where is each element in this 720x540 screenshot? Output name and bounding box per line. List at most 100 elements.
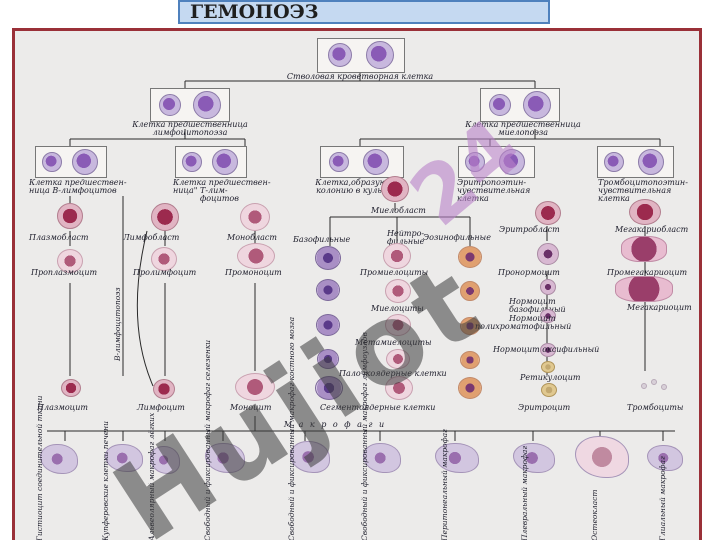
polychromatophilic-normocyte-cell <box>540 309 556 323</box>
label-epo-3: клетка <box>457 194 489 203</box>
label-myelo-progenitor-1: Клетка предшественница <box>465 120 581 129</box>
stem-cell-image <box>328 43 352 67</box>
label-neutrophilic-2: фильные <box>387 237 425 246</box>
reticulocyte-cell <box>541 361 555 373</box>
platelet-cell <box>641 383 647 389</box>
label-b-precursor-1: Клетка предшествен- <box>29 178 127 187</box>
label-t-precursor-2: ница" Т-лим- <box>173 186 228 195</box>
label-normocyte-basophilic-1: Нормоцит <box>509 297 556 306</box>
connector-lines <box>47 71 675 441</box>
label-erythroblast: Эритробласт <box>499 225 560 234</box>
label-promonocyte: Промоноцит <box>225 268 282 277</box>
label-band-cells: Палочкоядерные клетки <box>339 369 447 378</box>
t-precursor-image <box>212 149 238 175</box>
segmented-neutrophil-cell <box>385 376 413 400</box>
label-macrophage-10: Глиальный макрофаг <box>658 456 667 540</box>
label-myelocytes: Миелоциты <box>371 304 424 313</box>
erythrocyte-cell <box>541 383 557 397</box>
label-cfu-2: колонию в культуре <box>316 186 404 195</box>
stem-cell-image <box>366 41 394 69</box>
label-basophilic: Базофильные <box>293 235 351 244</box>
epo-box <box>458 146 535 178</box>
pronormocyte-cell <box>537 243 559 265</box>
proplasmocyte-cell <box>57 249 83 273</box>
cfu-box <box>320 146 404 178</box>
label-macrophage-9: Остеокласт <box>590 489 599 540</box>
label-plasmocyte: Плазмоцит <box>37 403 88 412</box>
basophilic-metamyelocyte-cell <box>316 314 340 336</box>
histiocyte-cell <box>40 444 78 474</box>
myeloblast-cell <box>381 176 409 202</box>
b-precursor-image <box>42 152 62 172</box>
label-normocyte-oxyphilic: Нормоцит оксифильный <box>493 345 600 354</box>
alveolar-macrophage-cell <box>150 446 180 474</box>
erythroblast-cell <box>535 201 561 225</box>
neutrophilic-band-cell <box>386 349 410 369</box>
lymph-progenitor-box <box>150 88 230 122</box>
epo-image <box>499 149 525 175</box>
bone-marrow-macrophage-cell <box>290 441 330 473</box>
tpo-box <box>597 146 674 178</box>
osteoclast-cell <box>575 436 629 478</box>
tpo-image <box>604 152 624 172</box>
label-tpo-3: клетка <box>598 194 630 203</box>
pleural-macrophage-cell <box>513 443 555 473</box>
t-precursor-image <box>182 152 202 172</box>
slide-title: ГЕМОПОЭЗ <box>178 0 550 24</box>
label-lymph-progenitor-1: Клетка предшественница <box>132 120 248 129</box>
plasmoblast-cell <box>57 203 83 229</box>
myelo-progenitor-image <box>489 94 511 116</box>
label-epo-1: Эритропоэтин- <box>457 178 527 187</box>
megakaryocyte-cell <box>615 276 673 302</box>
prolymphocyte-cell <box>151 247 177 271</box>
stem-cell-box <box>317 38 405 73</box>
monocyte-cell <box>235 373 275 401</box>
label-metamyelocytes: Метамиелоциты <box>355 338 432 347</box>
label-plasmoblast: Плазмобласт <box>29 233 89 242</box>
label-megakaryocyte: Мегакариоцит <box>627 303 692 312</box>
spleen-macrophage-cell <box>205 443 245 473</box>
peritoneal-macrophage-cell <box>435 443 479 473</box>
myelo-progenitor-image <box>523 91 551 119</box>
megakaryoblast-cell <box>629 199 661 225</box>
label-macrophage-4: Свободный и фиксированный макрофаг селез… <box>203 339 212 540</box>
lymph-node-macrophage-cell <box>363 443 401 473</box>
t-precursor-box <box>175 146 247 178</box>
b-precursor-image <box>72 149 98 175</box>
segmented-eosinophil-cell <box>458 377 482 399</box>
label-reticulocyte: Ретикулоцит <box>520 373 581 382</box>
b-precursor-box <box>35 146 107 178</box>
label-myelo-progenitor-2: миелопоэза <box>497 128 548 137</box>
basophilic-myelocyte-cell <box>316 279 340 301</box>
label-eosinophilic: Эозинофильные <box>423 233 491 242</box>
label-tpo-2: чувствительная <box>598 186 672 195</box>
label-proplasmocyte: Проплазмоцит <box>31 268 98 277</box>
segmented-basophil-cell <box>315 376 343 400</box>
oxyphilic-normocyte-cell <box>540 343 556 357</box>
label-lymphocyte: Лимфоцит <box>137 403 185 412</box>
platelet-cell <box>661 384 667 390</box>
label-normocyte-poly-1: Нормоцит <box>509 314 556 323</box>
glial-macrophage-cell <box>647 445 683 471</box>
label-tpo-1: Тромбоцитопоэтин- <box>598 178 688 187</box>
platelet-cell <box>651 379 657 385</box>
label-t-precursor-1: Клетка предшествен- <box>173 178 271 187</box>
label-normocyte-basophilic-2: базофильный <box>509 305 566 314</box>
lymph-progenitor-image <box>159 94 181 116</box>
tpo-image <box>638 149 664 175</box>
cfu-image <box>329 152 349 172</box>
monoblast-cell <box>240 203 270 231</box>
neutrophilic-myelocyte-cell <box>385 279 411 303</box>
label-segmented-cells: Сегментоядерные клетки <box>320 403 436 412</box>
label-prolymphocyte: Пролимфоцит <box>133 268 197 277</box>
label-macrophage-5: Свободный и фиксированный макрофаг костн… <box>287 316 296 540</box>
myelo-progenitor-box <box>480 88 560 122</box>
lymph-progenitor-image <box>193 91 221 119</box>
label-promyelocytes: Промиелоциты <box>360 268 429 277</box>
label-erythrocyte: Эритроцит <box>518 403 571 412</box>
epo-image <box>465 152 485 172</box>
lymphoblast-cell <box>151 203 179 231</box>
lymphocyte-cell <box>153 379 175 399</box>
cfu-image <box>363 149 389 175</box>
label-cfu-1: Клетка,образующая <box>315 178 405 187</box>
